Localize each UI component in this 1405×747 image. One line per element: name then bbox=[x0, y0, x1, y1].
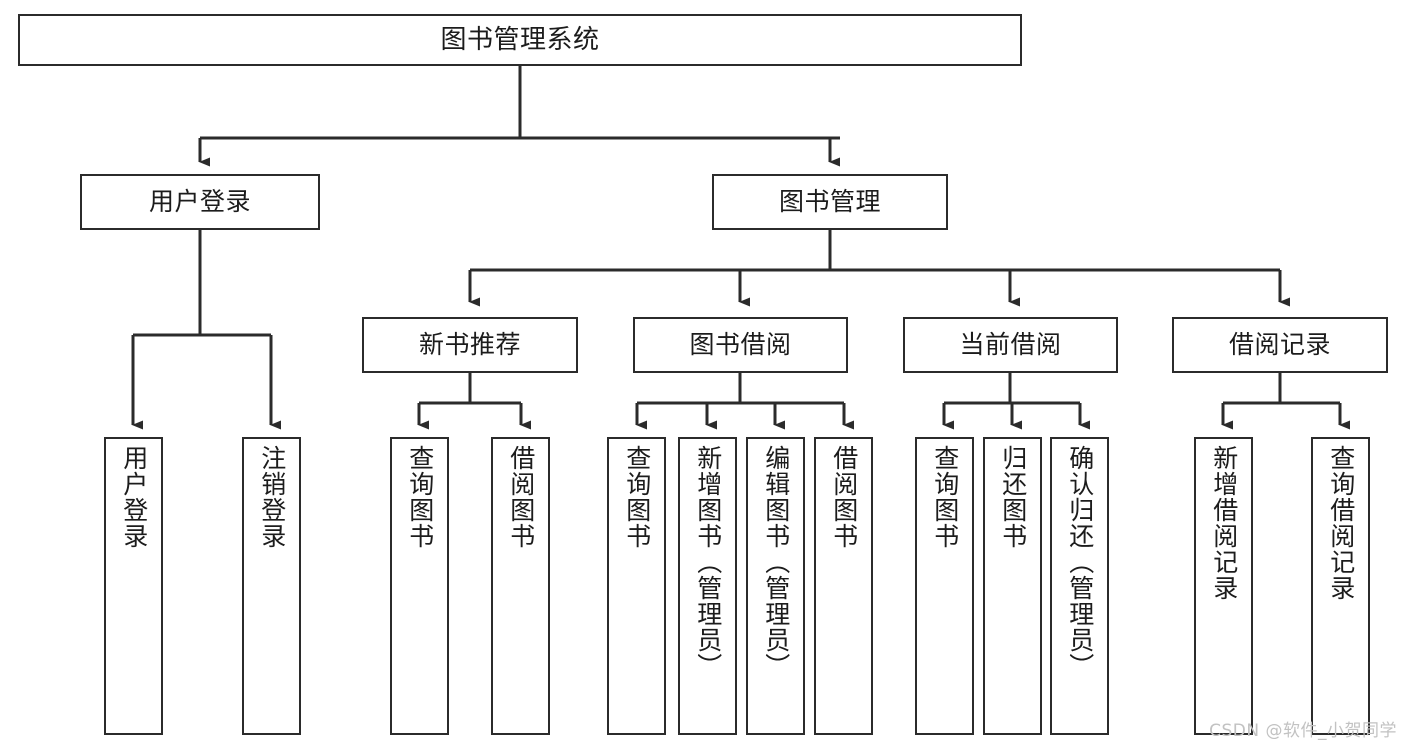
node-current-borrow[interactable]: 当前借阅 bbox=[903, 317, 1118, 373]
leaf-book-borrow-add[interactable]: 新增图书（管理员） bbox=[678, 437, 737, 735]
node-label: 用户登录 bbox=[148, 187, 251, 217]
node-label: 确认归还（管理员） bbox=[1065, 445, 1095, 679]
leaf-new-book-borrow[interactable]: 借阅图书 bbox=[491, 437, 550, 735]
leaf-book-borrow-query[interactable]: 查询图书 bbox=[607, 437, 666, 735]
node-label: 图书管理系统 bbox=[440, 24, 600, 55]
node-book-borrow[interactable]: 图书借阅 bbox=[633, 317, 848, 373]
node-label: 编辑图书（管理员） bbox=[761, 445, 791, 679]
node-borrow-record[interactable]: 借阅记录 bbox=[1172, 317, 1388, 373]
leaf-user-login-login[interactable]: 用户登录 bbox=[104, 437, 163, 735]
watermark-text: CSDN @软件_小贺同学 bbox=[1209, 721, 1397, 741]
node-label: 图书管理 bbox=[778, 187, 881, 217]
node-root-system[interactable]: 图书管理系统 bbox=[18, 14, 1022, 66]
node-label: 新书推荐 bbox=[418, 330, 521, 360]
node-label: 查询图书 bbox=[930, 445, 960, 549]
leaf-current-borrow-query[interactable]: 查询图书 bbox=[915, 437, 974, 735]
leaf-borrow-record-query[interactable]: 查询借阅记录 bbox=[1311, 437, 1370, 735]
leaf-book-borrow-edit[interactable]: 编辑图书（管理员） bbox=[746, 437, 805, 735]
node-label: 用户登录 bbox=[119, 445, 149, 549]
node-user-login[interactable]: 用户登录 bbox=[80, 174, 320, 230]
node-label: 当前借阅 bbox=[959, 330, 1062, 360]
node-label: 查询图书 bbox=[622, 445, 652, 549]
leaf-current-borrow-confirm-return[interactable]: 确认归还（管理员） bbox=[1050, 437, 1109, 735]
node-label: 图书借阅 bbox=[689, 330, 792, 360]
node-book-management[interactable]: 图书管理 bbox=[712, 174, 948, 230]
node-label: 注销登录 bbox=[257, 445, 287, 549]
node-label: 借阅图书 bbox=[506, 445, 536, 549]
leaf-new-book-query[interactable]: 查询图书 bbox=[390, 437, 449, 735]
node-label: 借阅记录 bbox=[1228, 330, 1331, 360]
node-new-book-recommend[interactable]: 新书推荐 bbox=[362, 317, 578, 373]
leaf-current-borrow-return[interactable]: 归还图书 bbox=[983, 437, 1042, 735]
node-label: 新增图书（管理员） bbox=[693, 445, 723, 679]
node-label: 查询借阅记录 bbox=[1326, 445, 1356, 601]
leaf-book-borrow-borrow[interactable]: 借阅图书 bbox=[814, 437, 873, 735]
node-label: 新增借阅记录 bbox=[1209, 445, 1239, 601]
leaf-user-login-logout[interactable]: 注销登录 bbox=[242, 437, 301, 735]
leaf-borrow-record-add[interactable]: 新增借阅记录 bbox=[1194, 437, 1253, 735]
node-label: 查询图书 bbox=[405, 445, 435, 549]
node-label: 借阅图书 bbox=[829, 445, 859, 549]
node-label: 归还图书 bbox=[998, 445, 1028, 549]
